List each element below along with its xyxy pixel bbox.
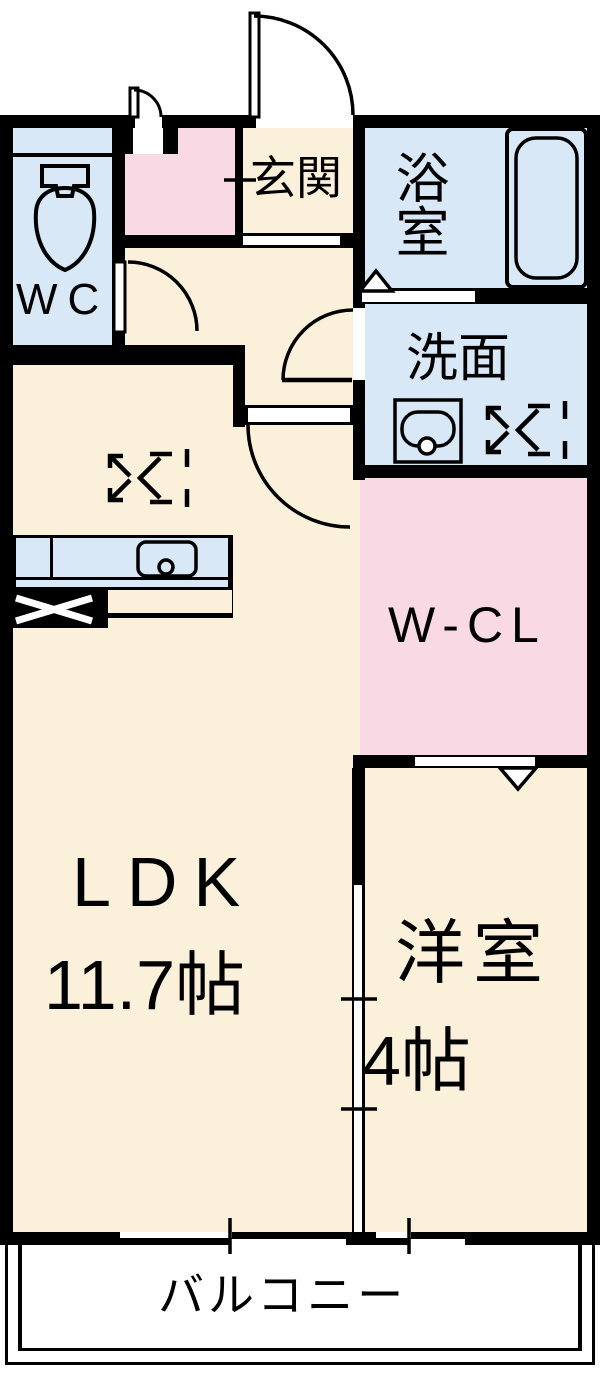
- western-window-panel-1: [376, 1232, 411, 1238]
- balcony-label: バルコニー: [158, 1269, 408, 1321]
- room-balcony: [13, 1245, 587, 1367]
- utility-door-opening: [135, 115, 162, 128]
- entrance-step: [243, 233, 340, 248]
- bathroom-folding-door-mark: [356, 268, 396, 293]
- room-western: [360, 768, 587, 1232]
- wc-shelf-line: [13, 153, 112, 157]
- bathtub-icon: [505, 127, 588, 289]
- kitchen-counter-right-edge: [228, 535, 233, 618]
- kitchen-counter-edge-line: [13, 577, 232, 580]
- ldk-door: [246, 424, 351, 529]
- kitchen-sink-icon: [136, 540, 198, 578]
- bathroom-door-opening: [362, 291, 475, 302]
- hall-step-wall: [233, 352, 245, 427]
- western-room-size-label: 4帖: [362, 1022, 471, 1100]
- partition-sliding-door: [352, 885, 365, 1232]
- western-window-panel-2: [409, 1239, 465, 1245]
- closet-bottom-wall: [112, 235, 243, 248]
- room-washroom: [360, 295, 587, 478]
- toilet-icon: [33, 164, 97, 273]
- kitchen-lower-counter: [108, 590, 232, 618]
- outer-wall-left: [0, 115, 13, 1245]
- balcony-outer-bottom: [5, 1362, 595, 1365]
- wcl-door-opening: [415, 757, 535, 766]
- western-room-label: 洋室: [395, 914, 551, 992]
- partition-wall-upper: [352, 768, 365, 885]
- ldk-door-band: [245, 405, 353, 425]
- entrance-label: 玄関: [250, 152, 342, 204]
- step-stub-wall: [340, 233, 353, 248]
- bath-column-left-wall: [353, 128, 365, 480]
- sink-icon: [393, 398, 463, 464]
- wc-label: WC: [16, 275, 110, 324]
- washer-space-icon: [488, 401, 565, 459]
- tick-marks: [224, 178, 411, 1254]
- ldk-size-label: 11.7帖: [44, 946, 246, 1024]
- ldk-label: LDK: [72, 843, 257, 921]
- wcl-label: W-CL: [388, 597, 547, 653]
- stove-icon: [10, 590, 108, 628]
- niche-stub-left: [125, 128, 133, 154]
- ldk-window-panel-1: [120, 1232, 232, 1238]
- wc-door: [112, 260, 199, 334]
- ldk-window-panel-2: [230, 1239, 346, 1245]
- washroom-bottom-wall: [353, 465, 600, 478]
- washroom-label: 洗面: [406, 330, 511, 388]
- entrance-door-opening: [256, 115, 353, 128]
- balcony-outer-left: [5, 1245, 8, 1365]
- outer-wall-right: [587, 115, 600, 1245]
- balcony-inner-left: [18, 1245, 22, 1351]
- utility-door: [128, 86, 163, 119]
- room-bathroom: [360, 128, 587, 295]
- balcony-inner-bottom: [18, 1348, 582, 1351]
- washroom-door: [281, 308, 354, 383]
- washroom-door-opening: [353, 308, 365, 380]
- balcony-inner-right: [578, 1245, 582, 1351]
- room-wcl: [360, 478, 587, 768]
- entrance-door: [248, 11, 355, 119]
- ldk-top-wall: [0, 345, 245, 365]
- niche-stub-right: [163, 128, 178, 154]
- balcony-outer-right: [592, 1245, 595, 1365]
- entrance-niche: [133, 128, 163, 154]
- fridge-space-icon: [110, 449, 187, 507]
- kitchen-counter-divider: [50, 535, 53, 580]
- wcl-folding-door-mark: [496, 766, 540, 792]
- bathroom-label: 浴室: [387, 150, 447, 258]
